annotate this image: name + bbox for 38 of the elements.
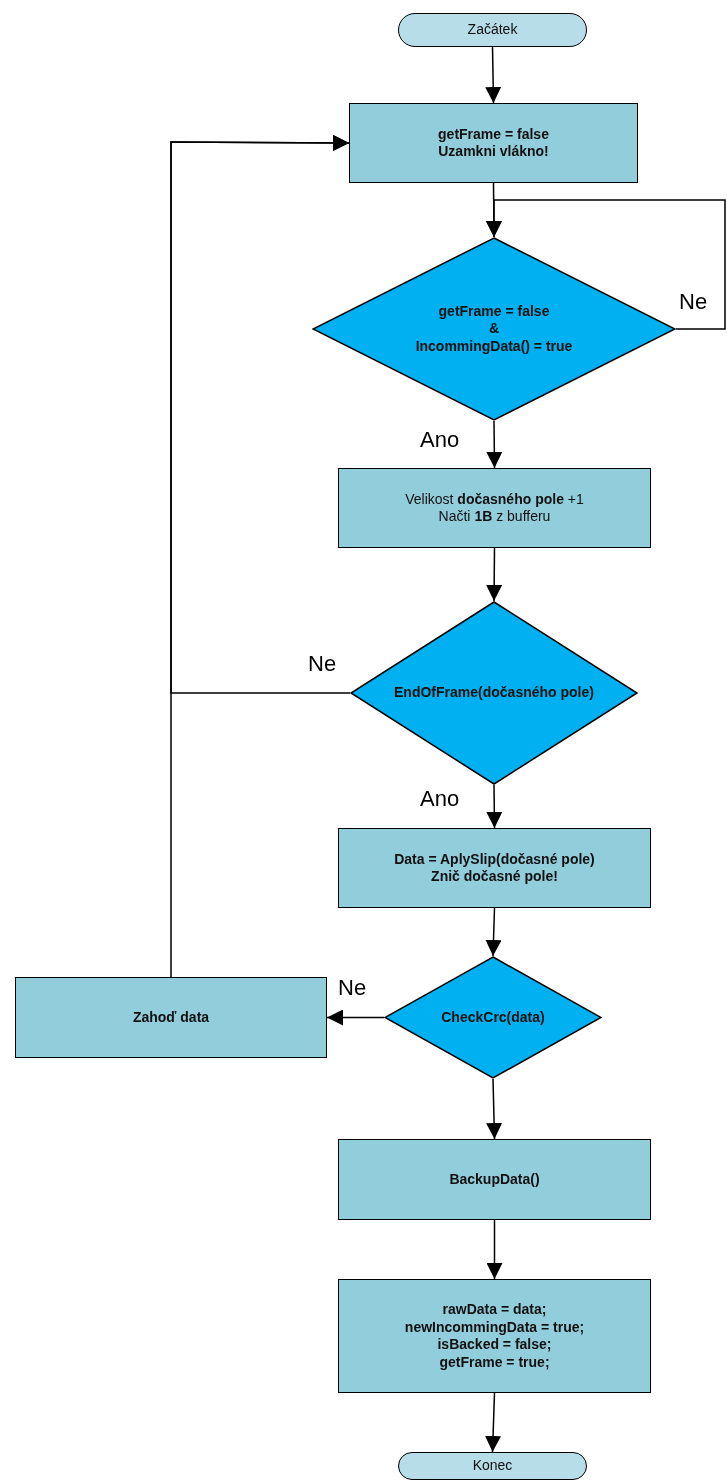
process-box [15,977,327,1058]
process-box [338,1279,651,1393]
node-text: Znič dočasné pole! [431,868,558,886]
arrow [486,1219,503,1280]
node-text: CheckCrc(data) [441,1008,545,1027]
start-terminal [398,13,587,47]
node-text: Velikost dočasného pole +1 [405,490,584,508]
node-text: IncommingData() = true [415,337,573,356]
node-text: getFrame = true; [439,1353,550,1371]
arrow [485,1392,502,1453]
node-text: EndOfFrame(dočasného pole) [394,684,594,702]
arrow [170,134,350,978]
node-text: & [488,320,500,338]
node-text: Načti 1B z bufferu [438,508,551,526]
node-text: getFrame = false [438,125,549,143]
arrow [485,46,502,104]
node-text: BackupData() [449,1170,540,1189]
end-terminal [398,1452,587,1480]
node-text: Konec [472,1457,513,1475]
arrow [485,907,502,957]
node-text: Data = AplySlip(dočasné pole) [394,850,595,868]
process-box [338,828,651,908]
node-text: newIncommingData = true; [404,1318,585,1336]
node-text: Začátek [467,21,518,39]
arrow [326,1009,385,1026]
node-text: getFrame = false [438,302,550,321]
process-box [338,468,651,548]
node-text: Zahoď data [132,1008,210,1027]
arrow [486,784,503,829]
arrow [486,547,503,602]
process-box [338,1139,651,1220]
arrow [486,1078,503,1140]
node-text: isBacked = false; [437,1336,552,1354]
node-text: Uzamkni vlákno! [438,143,549,161]
arrow [486,420,503,469]
node-text: rawData = data; [442,1301,547,1319]
arrow [486,199,726,330]
process-box [349,103,638,183]
